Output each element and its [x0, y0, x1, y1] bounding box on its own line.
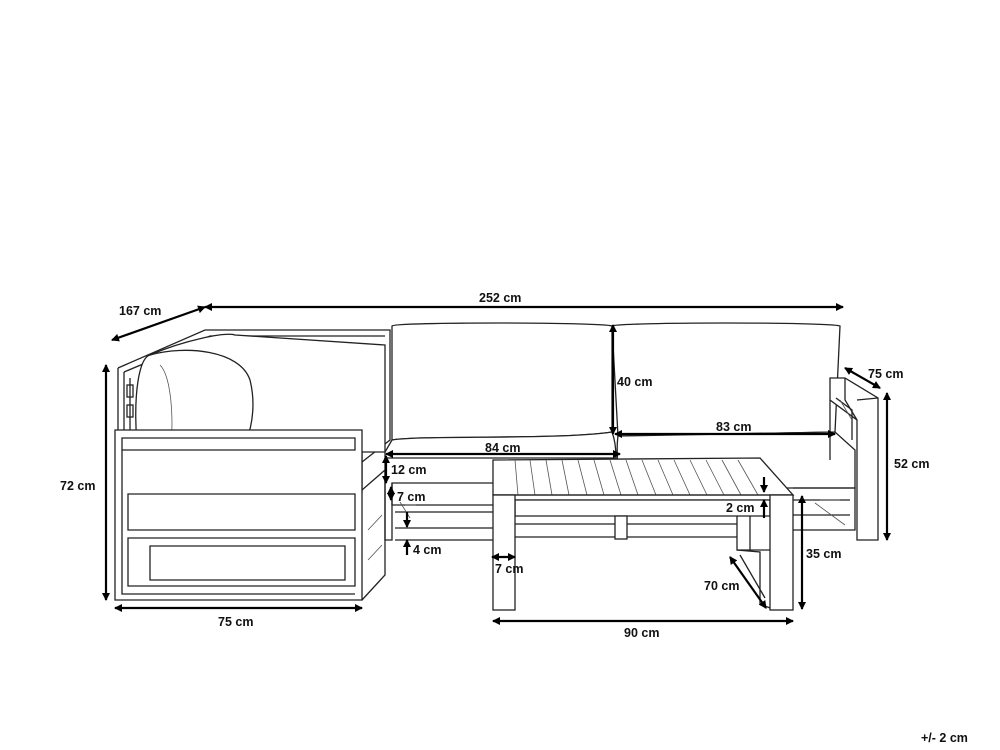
dimension-lines: [102, 303, 891, 625]
label-seat-cushion-height: 12 cm: [391, 463, 426, 477]
label-armrest-height: 52 cm: [894, 457, 929, 471]
label-table-width: 90 cm: [624, 626, 659, 640]
label-tabletop-thickness: 2 cm: [726, 501, 755, 515]
label-width-total: 252 cm: [479, 291, 521, 305]
label-table-leg-width: 7 cm: [495, 562, 524, 576]
coffee-table: [492, 457, 795, 611]
dim-arrow-depth-total: [111, 305, 206, 342]
dim-arrow-table-depth: [729, 556, 767, 609]
label-depth-total: 167 cm: [119, 304, 161, 318]
label-armrest-depth: 75 cm: [868, 367, 903, 381]
label-back-cushion-height: 40 cm: [617, 375, 652, 389]
label-middle-seat-width: 84 cm: [485, 441, 520, 455]
label-table-height: 35 cm: [806, 547, 841, 561]
tolerance-note: +/- 2 cm: [921, 731, 968, 745]
dimension-labels: 167 cm 252 cm 40 cm 75 cm 83 cm 52 cm 84…: [60, 291, 968, 745]
label-table-depth: 70 cm: [704, 579, 739, 593]
dim-arrow-armrest-depth: [844, 367, 881, 389]
label-frame-height: 7 cm: [397, 490, 426, 504]
sofa-drawing: [114, 322, 879, 611]
label-seat-width: 83 cm: [716, 420, 751, 434]
label-ground-clearance: 4 cm: [413, 543, 442, 557]
label-chaise-width: 75 cm: [218, 615, 253, 629]
label-total-height: 72 cm: [60, 479, 95, 493]
